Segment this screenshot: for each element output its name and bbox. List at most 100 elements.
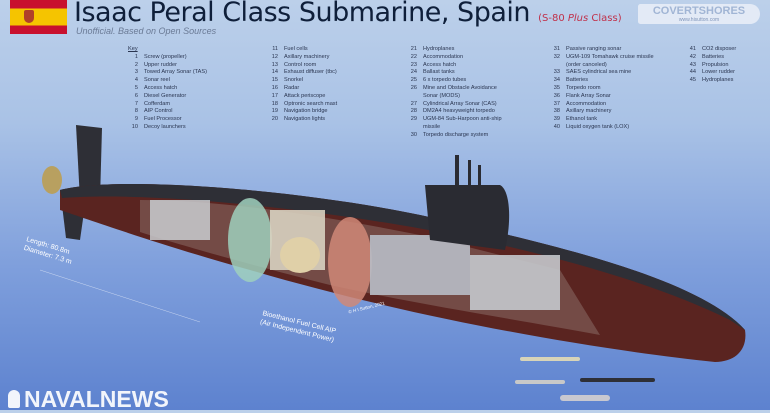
key-label: AIP Control	[144, 108, 173, 115]
key-number: 45	[689, 77, 696, 84]
key-label: DM2A4 heavyweight torpedo	[423, 108, 495, 115]
key-number: 16	[271, 84, 278, 91]
tomahawk-missile	[580, 378, 655, 382]
ship-icon	[8, 390, 20, 408]
torpedo-room-section	[470, 255, 560, 310]
key-number: 2	[134, 61, 138, 68]
key-label: Axillary machinery	[566, 108, 612, 115]
key-label: Exhaust diffuser (tbc)	[284, 69, 337, 76]
key-number: 12	[271, 53, 278, 60]
optronic-mast	[468, 160, 471, 185]
key-label: 6 x torpedo tubes	[423, 77, 467, 84]
key-item: 40 Liquid oxygen tank (LOX)	[548, 124, 654, 132]
key-label: Batteries	[702, 53, 725, 60]
key-number: 37	[553, 100, 560, 107]
key-number: 6	[134, 92, 138, 99]
key-label: SAES cylindrical sea mine	[566, 69, 632, 76]
key-item: 28 DM2A4 heavyweight torpedo	[405, 108, 511, 116]
logo-url: www.hisutton.com	[678, 17, 720, 23]
key-heading: Key	[128, 46, 138, 52]
key-number: 4	[134, 77, 138, 84]
key-number: 13	[271, 61, 278, 68]
key-number: 40	[553, 123, 560, 130]
key-label: Snorkel	[284, 77, 303, 84]
key-number: 44	[689, 69, 696, 76]
sail	[425, 185, 510, 250]
key-number: 17	[271, 92, 278, 99]
diesel-generator-section	[150, 200, 210, 240]
key-label: CO2 disposer	[702, 46, 737, 52]
cofferdam-section	[228, 198, 272, 282]
key-label: Cofferdam	[144, 100, 171, 107]
key-number: 15	[271, 77, 278, 84]
torpedo	[520, 357, 580, 361]
key-number: 21	[410, 46, 417, 52]
key-number: 9	[134, 116, 138, 123]
key-number: 22	[410, 53, 417, 60]
key-number: 20	[271, 116, 278, 123]
page-title: Isaac Peral Class Submarine, Spain (S-80…	[74, 0, 622, 28]
key-label: Flank Array Sonar	[566, 92, 611, 99]
key-label: Axillary machinery	[284, 53, 330, 60]
key-item: 21 Hydroplanes	[405, 46, 511, 54]
key-label: Fuel cells	[284, 46, 308, 52]
key-label: UGM-84 Sub-Harpoon anti-ship missile	[423, 116, 502, 130]
key-label: Hydroplanes	[423, 46, 455, 52]
control-room-section	[370, 235, 470, 295]
key-item: 45 Hydroplanes	[684, 77, 736, 85]
key-label: Torpedo discharge system	[423, 131, 489, 138]
key-label: Liquid oxygen tank (LOX)	[566, 123, 630, 130]
key-number: 28	[410, 108, 417, 115]
key-number: 27	[410, 100, 417, 107]
coat-of-arms-icon	[24, 10, 34, 23]
key-item: 15 Snorkel	[266, 77, 337, 85]
class-italic: Plus	[567, 13, 589, 24]
key-label: UGM-109 Tomahawk cruise missile (order c…	[566, 53, 654, 68]
key-label: Passive ranging sonar	[566, 46, 622, 52]
key-item: 14 Exhaust diffuser (tbc)	[266, 69, 337, 77]
key-number: 14	[271, 69, 278, 76]
key-number: 38	[553, 108, 560, 115]
propeller-icon	[42, 166, 62, 194]
key-number: 5	[134, 84, 138, 91]
key-item: 20 Navigation lights	[266, 116, 337, 124]
key-number: 11	[272, 46, 278, 52]
key-label: Lower rudder	[702, 69, 735, 76]
key-label: Decoy launchers	[144, 123, 186, 130]
key-item: 12 Axillary machinery	[266, 54, 337, 62]
class-suffix: Class)	[588, 13, 622, 24]
key-label: Navigation lights	[284, 116, 326, 123]
key-number: 43	[689, 61, 696, 68]
key-label: Hydroplanes	[702, 77, 734, 84]
subtitle: Unofficial. Based on Open Sources	[76, 26, 217, 36]
key-number: 26	[410, 84, 417, 91]
key-number: 10	[131, 123, 138, 130]
key-label: Fuel Processor	[144, 116, 182, 123]
key-label: Sonar reel	[144, 77, 170, 84]
